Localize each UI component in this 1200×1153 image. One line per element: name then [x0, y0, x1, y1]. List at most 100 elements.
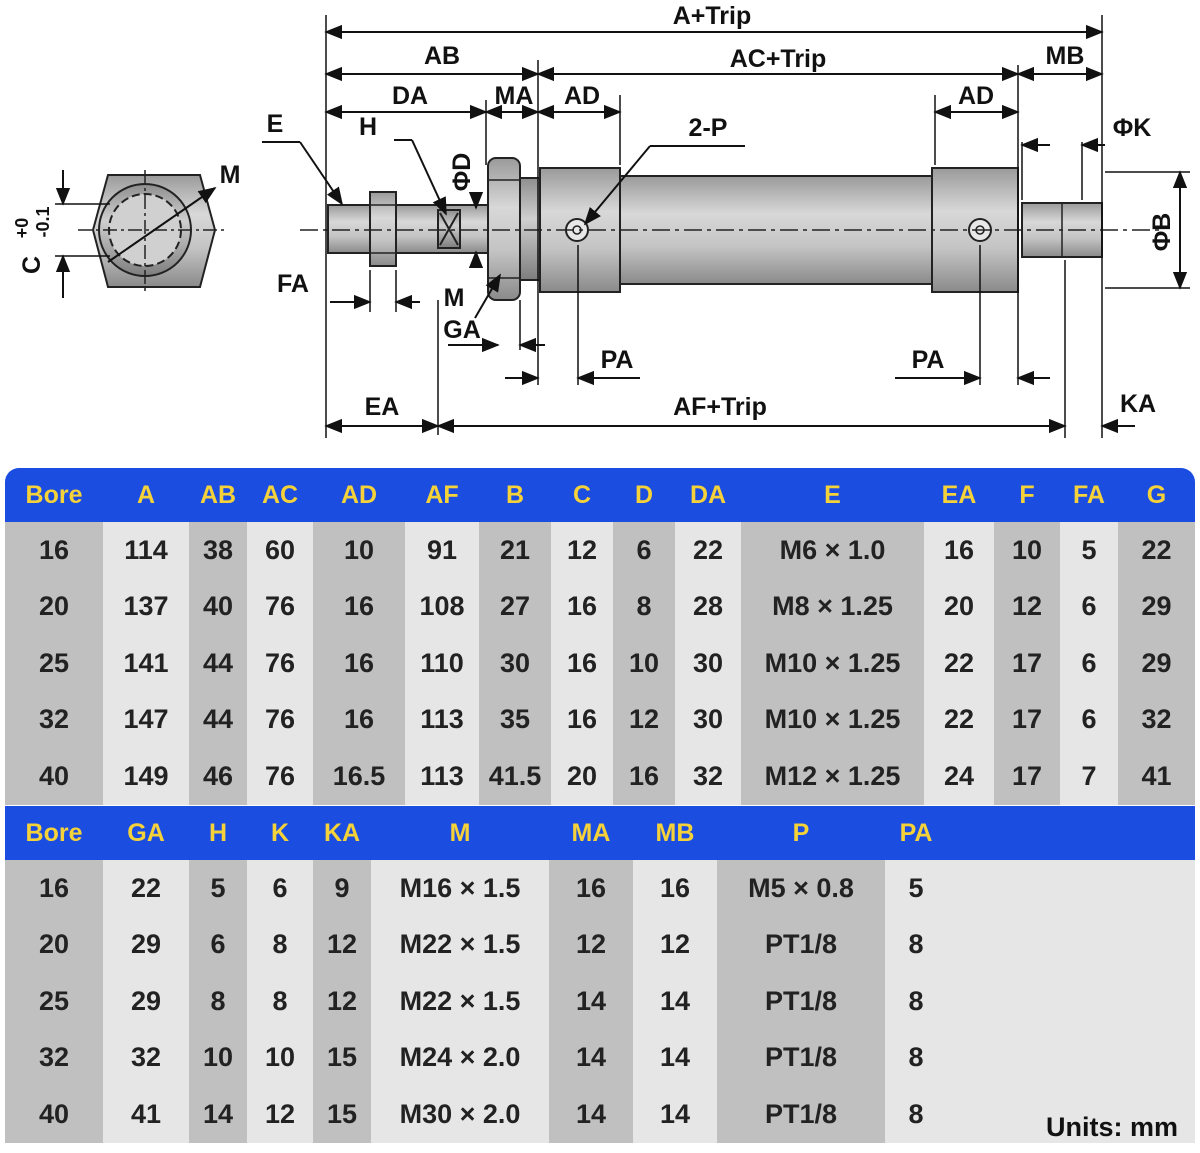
table-cell: 10 [313, 522, 405, 579]
table-cell: 35 [479, 691, 551, 748]
label-fa: FA [277, 270, 309, 298]
table-cell: 6 [613, 522, 675, 579]
table-cell: M16 × 1.5 [371, 860, 549, 917]
table-cell: 17 [994, 635, 1060, 692]
label-ga: GA [443, 316, 481, 344]
table-cell: 40 [5, 748, 103, 805]
table-cell: 14 [633, 1029, 717, 1086]
table-cell: 16 [633, 860, 717, 917]
units-note: Units: mm [1045, 1112, 1178, 1142]
dimension-labels: A+Trip AB AC+Trip MB DA MA AD AD E H ΦD … [12, 2, 1176, 421]
table-cell: M12 × 1.25 [741, 748, 924, 805]
table-cell: M22 × 1.5 [371, 973, 549, 1030]
label-ka: KA [1120, 390, 1156, 418]
column-header: D [613, 468, 675, 522]
label-mb: MB [1046, 42, 1085, 70]
table-cell: 8 [247, 916, 313, 973]
column-header: C [551, 468, 613, 522]
table-cell: 32 [103, 1029, 189, 1086]
table-cell: 16 [551, 691, 613, 748]
table-cell: 91 [405, 522, 479, 579]
table-cell: 113 [405, 691, 479, 748]
label-phi-d: ΦD [448, 153, 476, 192]
table-cell: 16 [313, 635, 405, 692]
table-cell: 32 [1118, 691, 1195, 748]
table-cell: 14 [633, 973, 717, 1030]
table-cell: 16 [551, 635, 613, 692]
table-cell: 20 [551, 748, 613, 805]
table-cell: 29 [103, 973, 189, 1030]
column-header: FA [1060, 468, 1118, 522]
table-cell: 30 [675, 635, 741, 692]
table-cell: 76 [247, 748, 313, 805]
label-ea: EA [365, 393, 400, 421]
table-cell: 108 [405, 578, 479, 635]
table-cell: PT1/8 [717, 1086, 885, 1143]
table-cell: 44 [189, 635, 247, 692]
table-cell: 6 [247, 860, 313, 917]
table-cell: 29 [1118, 578, 1195, 635]
table-cell: 12 [313, 973, 371, 1030]
column-header: M [371, 806, 549, 860]
label-a-trip: A+Trip [673, 2, 752, 30]
table-cell: 16 [5, 522, 103, 579]
table-cell: 137 [103, 578, 189, 635]
table-cell: 15 [313, 1086, 371, 1143]
table-cell: M24 × 2.0 [371, 1029, 549, 1086]
table-cell: 12 [613, 691, 675, 748]
table-cell: 16 [5, 860, 103, 917]
table-cell: 5 [885, 860, 947, 917]
table-cell: 12 [549, 916, 633, 973]
label-ad-left: AD [564, 82, 600, 110]
table-cell [947, 916, 1195, 973]
table-cell: 12 [551, 522, 613, 579]
label-e: E [267, 110, 284, 138]
table-cell: 32 [675, 748, 741, 805]
label-h: H [359, 113, 377, 141]
column-header: MA [549, 806, 633, 860]
table-cell: 14 [633, 1086, 717, 1143]
table-cell: 20 [924, 578, 994, 635]
column-header: AC [247, 468, 313, 522]
column-header: H [189, 806, 247, 860]
table-cell: 76 [247, 691, 313, 748]
column-header: E [741, 468, 924, 522]
label-da: DA [392, 82, 428, 110]
table-cell: 29 [103, 916, 189, 973]
table-cell: 8 [885, 973, 947, 1030]
table-cell: 22 [924, 691, 994, 748]
table-cell: M6 × 1.0 [741, 522, 924, 579]
label-phi-k: ΦK [1113, 114, 1152, 142]
table-cell: 5 [1060, 522, 1118, 579]
table-cell: 30 [479, 635, 551, 692]
table-cell: 6 [189, 916, 247, 973]
table-cell: 110 [405, 635, 479, 692]
column-header: EA [924, 468, 994, 522]
table-cell: 30 [675, 691, 741, 748]
table-cell: 76 [247, 578, 313, 635]
label-2p: 2-P [689, 114, 728, 142]
table-cell: 16 [549, 860, 633, 917]
column-header: PA [885, 806, 947, 860]
label-ad-right: AD [958, 82, 994, 110]
table-cell: 32 [5, 1029, 103, 1086]
label-ac-trip: AC+Trip [730, 45, 827, 73]
table-cell: PT1/8 [717, 916, 885, 973]
label-ma: MA [495, 82, 534, 110]
table-cell: 149 [103, 748, 189, 805]
column-header: Bore [5, 806, 103, 860]
table-cell: 41 [103, 1086, 189, 1143]
table-cell [947, 1029, 1195, 1086]
table-cell: 16 [613, 748, 675, 805]
column-header: G [1118, 468, 1195, 522]
column-header: AB [189, 468, 247, 522]
table-cell: 46 [189, 748, 247, 805]
table-cell: 21 [479, 522, 551, 579]
